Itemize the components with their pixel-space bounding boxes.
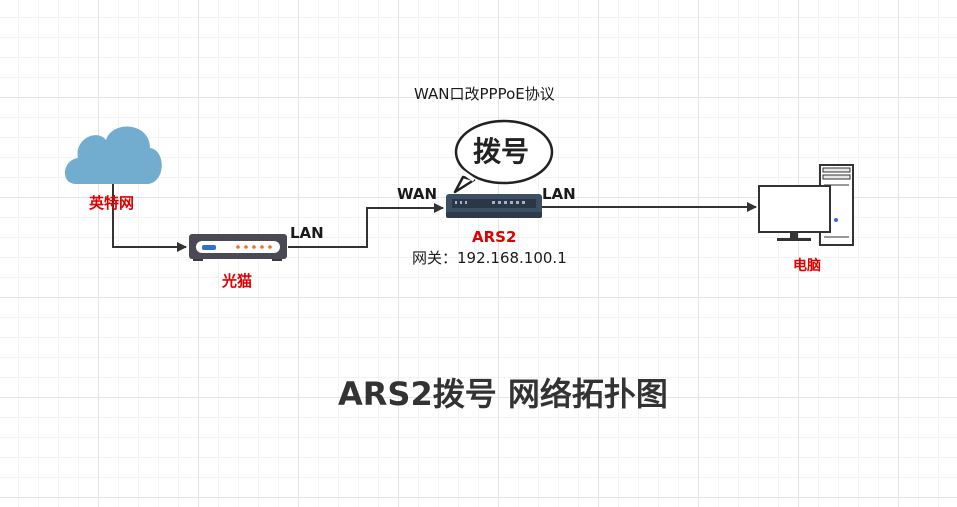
modem-lan-label: LAN bbox=[290, 224, 324, 242]
cloud-label: 英特网 bbox=[89, 194, 135, 212]
pc-label: 电脑 bbox=[793, 258, 821, 274]
modem-icon bbox=[189, 234, 287, 261]
speech-bubble bbox=[453, 119, 554, 194]
link-cloud-modem bbox=[112, 184, 187, 252]
router-wan-label: WAN bbox=[397, 185, 438, 203]
link-modem-router bbox=[288, 203, 444, 248]
router-icon bbox=[446, 194, 542, 218]
computer-icon bbox=[758, 164, 854, 246]
router-lan-label: LAN bbox=[542, 185, 576, 203]
modem-label: 光猫 bbox=[222, 272, 253, 290]
router-gateway: 网关：192.168.100.1 bbox=[412, 249, 567, 267]
router-label: ARS2 bbox=[472, 228, 517, 246]
cloud-icon bbox=[64, 126, 162, 184]
diagram-title: ARS2拨号 网络拓扑图 bbox=[338, 375, 668, 413]
wan-note: WAN口改PPPoE协议 bbox=[414, 85, 555, 103]
bubble-text: 拨号 bbox=[473, 135, 530, 168]
